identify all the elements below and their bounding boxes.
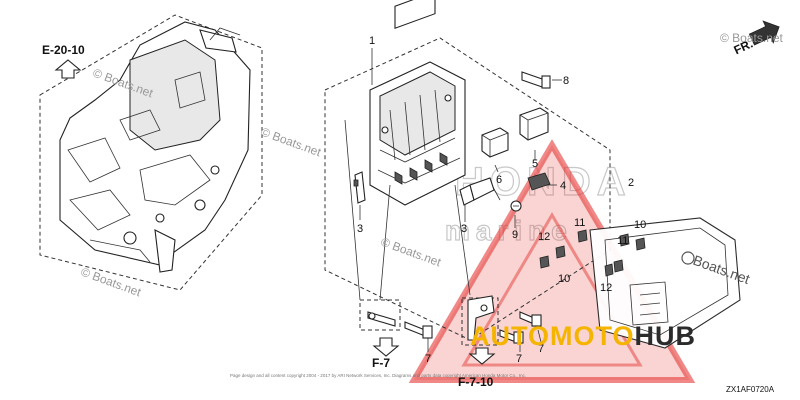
boats-net-watermark-center: © Boats.net	[379, 235, 443, 270]
screw-part-9	[510, 200, 522, 212]
callout-1: 1	[369, 35, 375, 47]
copyright-fine-print: Page design and all content copyright 20…	[230, 373, 526, 378]
bolt-part-8	[521, 71, 551, 89]
boats-net-watermark-top-right: © Boats.net	[720, 31, 784, 45]
callout-7c: 7	[538, 343, 544, 355]
callout-7a: 7	[425, 353, 431, 365]
callout-5: 5	[532, 158, 538, 170]
bolt-part-7-mid	[499, 329, 524, 344]
callout-10b: 10	[634, 219, 646, 231]
ref-up-arrow-icon	[54, 59, 82, 79]
ref-e-20-10[interactable]: E-20-10	[42, 43, 85, 57]
clip-part-3-right	[459, 177, 495, 206]
relay-part-5	[519, 107, 549, 141]
callout-10a: 10	[558, 273, 570, 285]
bracket-box-f7	[359, 299, 401, 331]
callout-8: 8	[563, 75, 569, 87]
bracket-f7-10	[467, 295, 495, 341]
bolt-part-7-left	[404, 321, 433, 339]
bolt-part-7-right	[519, 311, 542, 327]
connector-part-4	[527, 172, 551, 191]
cover-part-2	[589, 217, 741, 349]
callout-12b: 12	[600, 282, 612, 294]
clip-part-3-left	[353, 171, 366, 204]
relay-part-6	[481, 127, 509, 158]
boats-net-watermark-mid: © Boats.net	[259, 125, 323, 160]
callout-4: 4	[560, 180, 566, 192]
ref-down-arrow-icon-f7	[372, 337, 400, 357]
control-box	[369, 0, 466, 206]
callout-11a: 11	[574, 217, 585, 229]
boats-net-watermark-bottom-left: © Boats.net	[79, 265, 143, 300]
automotohub-logo: AUTOMOTOHUB	[470, 321, 696, 351]
callout-3a: 3	[357, 223, 363, 235]
bracket-f7	[367, 311, 396, 327]
ref-down-arrow-icon-f7-10	[468, 347, 496, 365]
front-direction-indicator	[748, 20, 780, 46]
engine-block	[59, 21, 251, 273]
callout-6: 6	[496, 174, 502, 186]
diagram-code: ZX1AF0720A	[726, 385, 775, 394]
callout-12a: 12	[538, 231, 550, 243]
callout-9: 9	[512, 229, 518, 241]
ref-f-7[interactable]: F-7	[372, 356, 390, 370]
ref-f-7-10[interactable]: F-7-10	[458, 375, 494, 389]
callout-2: 2	[628, 177, 634, 189]
engine-housing-outline	[39, 14, 263, 291]
callout-7b: 7	[516, 353, 522, 365]
callout-11b: 11	[617, 235, 628, 247]
callout-3b: 3	[461, 223, 467, 235]
brand-part-2: HUB	[635, 321, 697, 351]
fuse-set	[539, 229, 646, 277]
brand-part-1: AUTOMOTO	[470, 321, 635, 351]
copyright-circle-icon	[681, 251, 695, 265]
